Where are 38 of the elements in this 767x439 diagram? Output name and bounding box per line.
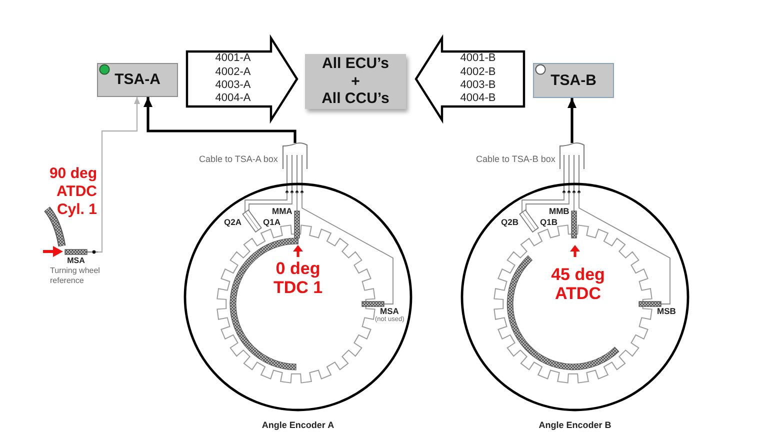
- message-id: 4002-B: [460, 66, 496, 79]
- sensor-label: Q2B: [501, 217, 518, 227]
- sensor-label: MMB: [549, 206, 570, 216]
- cable-caption: Cable to TSA-A box: [199, 154, 278, 165]
- angle-annotation: 45 deg ATDC: [550, 265, 606, 303]
- sensor-label: Q1B: [540, 217, 558, 227]
- message-id: 4004-A: [215, 92, 251, 106]
- panel-title: TSA-A: [114, 71, 160, 89]
- connector-arrow: [98, 97, 140, 253]
- sensor-label: MSB: [657, 306, 676, 316]
- block-arrow: [414, 34, 526, 124]
- sensor-label: MSA: [66, 256, 86, 265]
- message-id: 4002-A: [215, 66, 251, 79]
- message-id: 4001-B: [460, 52, 496, 66]
- connector-arrow: [144, 97, 296, 143]
- encoder-caption: Angle Encoder B: [538, 420, 612, 431]
- tsa-panel: [97, 63, 178, 97]
- message-id: 4004-B: [460, 92, 496, 106]
- box-title: +: [351, 72, 360, 90]
- panel-title: TSA-B: [550, 72, 596, 90]
- message-id: 4003-B: [460, 79, 496, 92]
- connector-arrow: [568, 98, 576, 143]
- sensor-label: MSA: [380, 306, 399, 316]
- sensor-label: Q2A: [224, 217, 242, 227]
- angle-annotation: 90 deg ATDC Cyl. 1: [48, 165, 97, 219]
- reference-note: Turning wheel reference: [50, 266, 101, 286]
- box-title: All CCU’s: [322, 90, 390, 108]
- sensor-label: MMA: [272, 206, 292, 216]
- tsa-panel: [533, 63, 614, 98]
- angle-annotation: 0 deg TDC 1: [272, 259, 324, 297]
- encoder-caption: Angle Encoder A: [262, 420, 334, 431]
- cable-caption: Cable to TSA-B box: [476, 154, 556, 165]
- block-arrow: [186, 34, 298, 124]
- message-id: 4001-A: [215, 52, 251, 66]
- box-title: All ECU’s: [322, 55, 389, 73]
- message-id: 4003-A: [215, 79, 251, 92]
- sensor-label: Q1A: [263, 217, 280, 227]
- controller-box: [305, 54, 406, 109]
